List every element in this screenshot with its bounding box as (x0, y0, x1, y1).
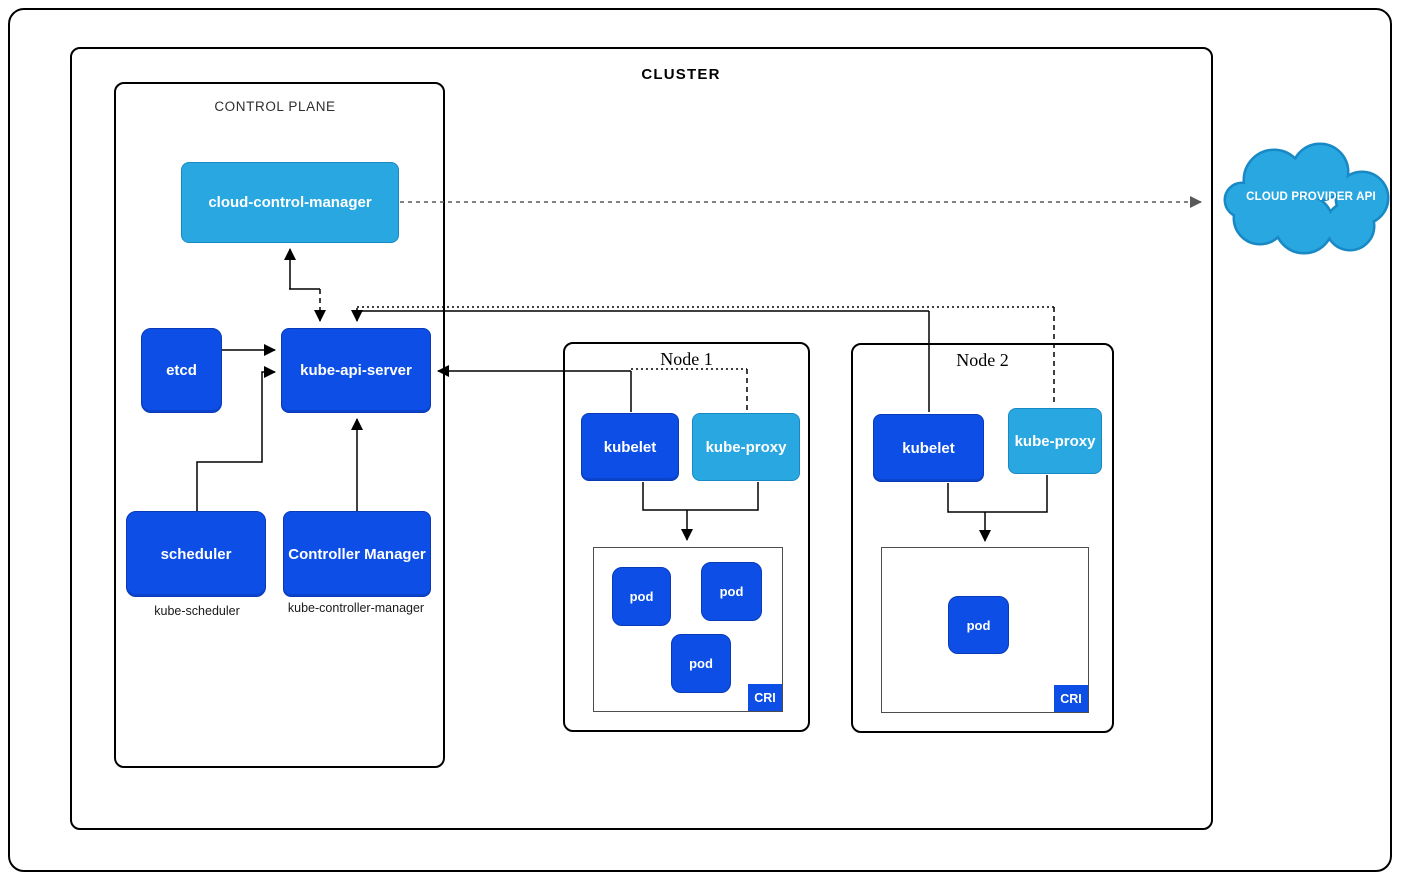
node-1-cri-badge: CRI (748, 684, 782, 711)
cloud-provider-api-shape: CLOUD PROVIDER API (1222, 138, 1400, 268)
cloud-provider-api-label: CLOUD PROVIDER API (1246, 191, 1376, 203)
node-2-kube-proxy-box: kube-proxy (1008, 408, 1102, 474)
node-2-kubelet-box: kubelet (873, 414, 984, 482)
cloud-icon (1223, 142, 1390, 255)
node-1-pod: pod (671, 634, 731, 693)
scheduler-caption: kube-scheduler (154, 604, 240, 618)
node-2-pod: pod (948, 596, 1009, 654)
controller-manager-caption: kube-controller-manager (287, 601, 425, 615)
outer-frame (8, 8, 1392, 872)
node-2-title: Node 2 (956, 350, 1009, 370)
controller-manager-box: Controller Manager (283, 511, 431, 597)
cluster-title: CLUSTER (641, 66, 721, 83)
node-1-title: Node 1 (660, 349, 713, 369)
node-1-pod: pod (701, 562, 762, 621)
node-1-pod: pod (612, 567, 671, 626)
cloud-control-manager-box: cloud-control-manager (181, 162, 399, 243)
scheduler-box: scheduler (126, 511, 266, 597)
kube-api-server-box: kube-api-server (281, 328, 431, 413)
control-plane-title: CONTROL PLANE (214, 99, 336, 114)
node-1-kubelet-box: kubelet (581, 413, 679, 481)
etcd-box: etcd (141, 328, 222, 413)
node-2-cri-badge: CRI (1054, 685, 1088, 712)
node-1-kube-proxy-box: kube-proxy (692, 413, 800, 481)
cluster-box (70, 47, 1213, 830)
control-plane-box (114, 82, 445, 768)
